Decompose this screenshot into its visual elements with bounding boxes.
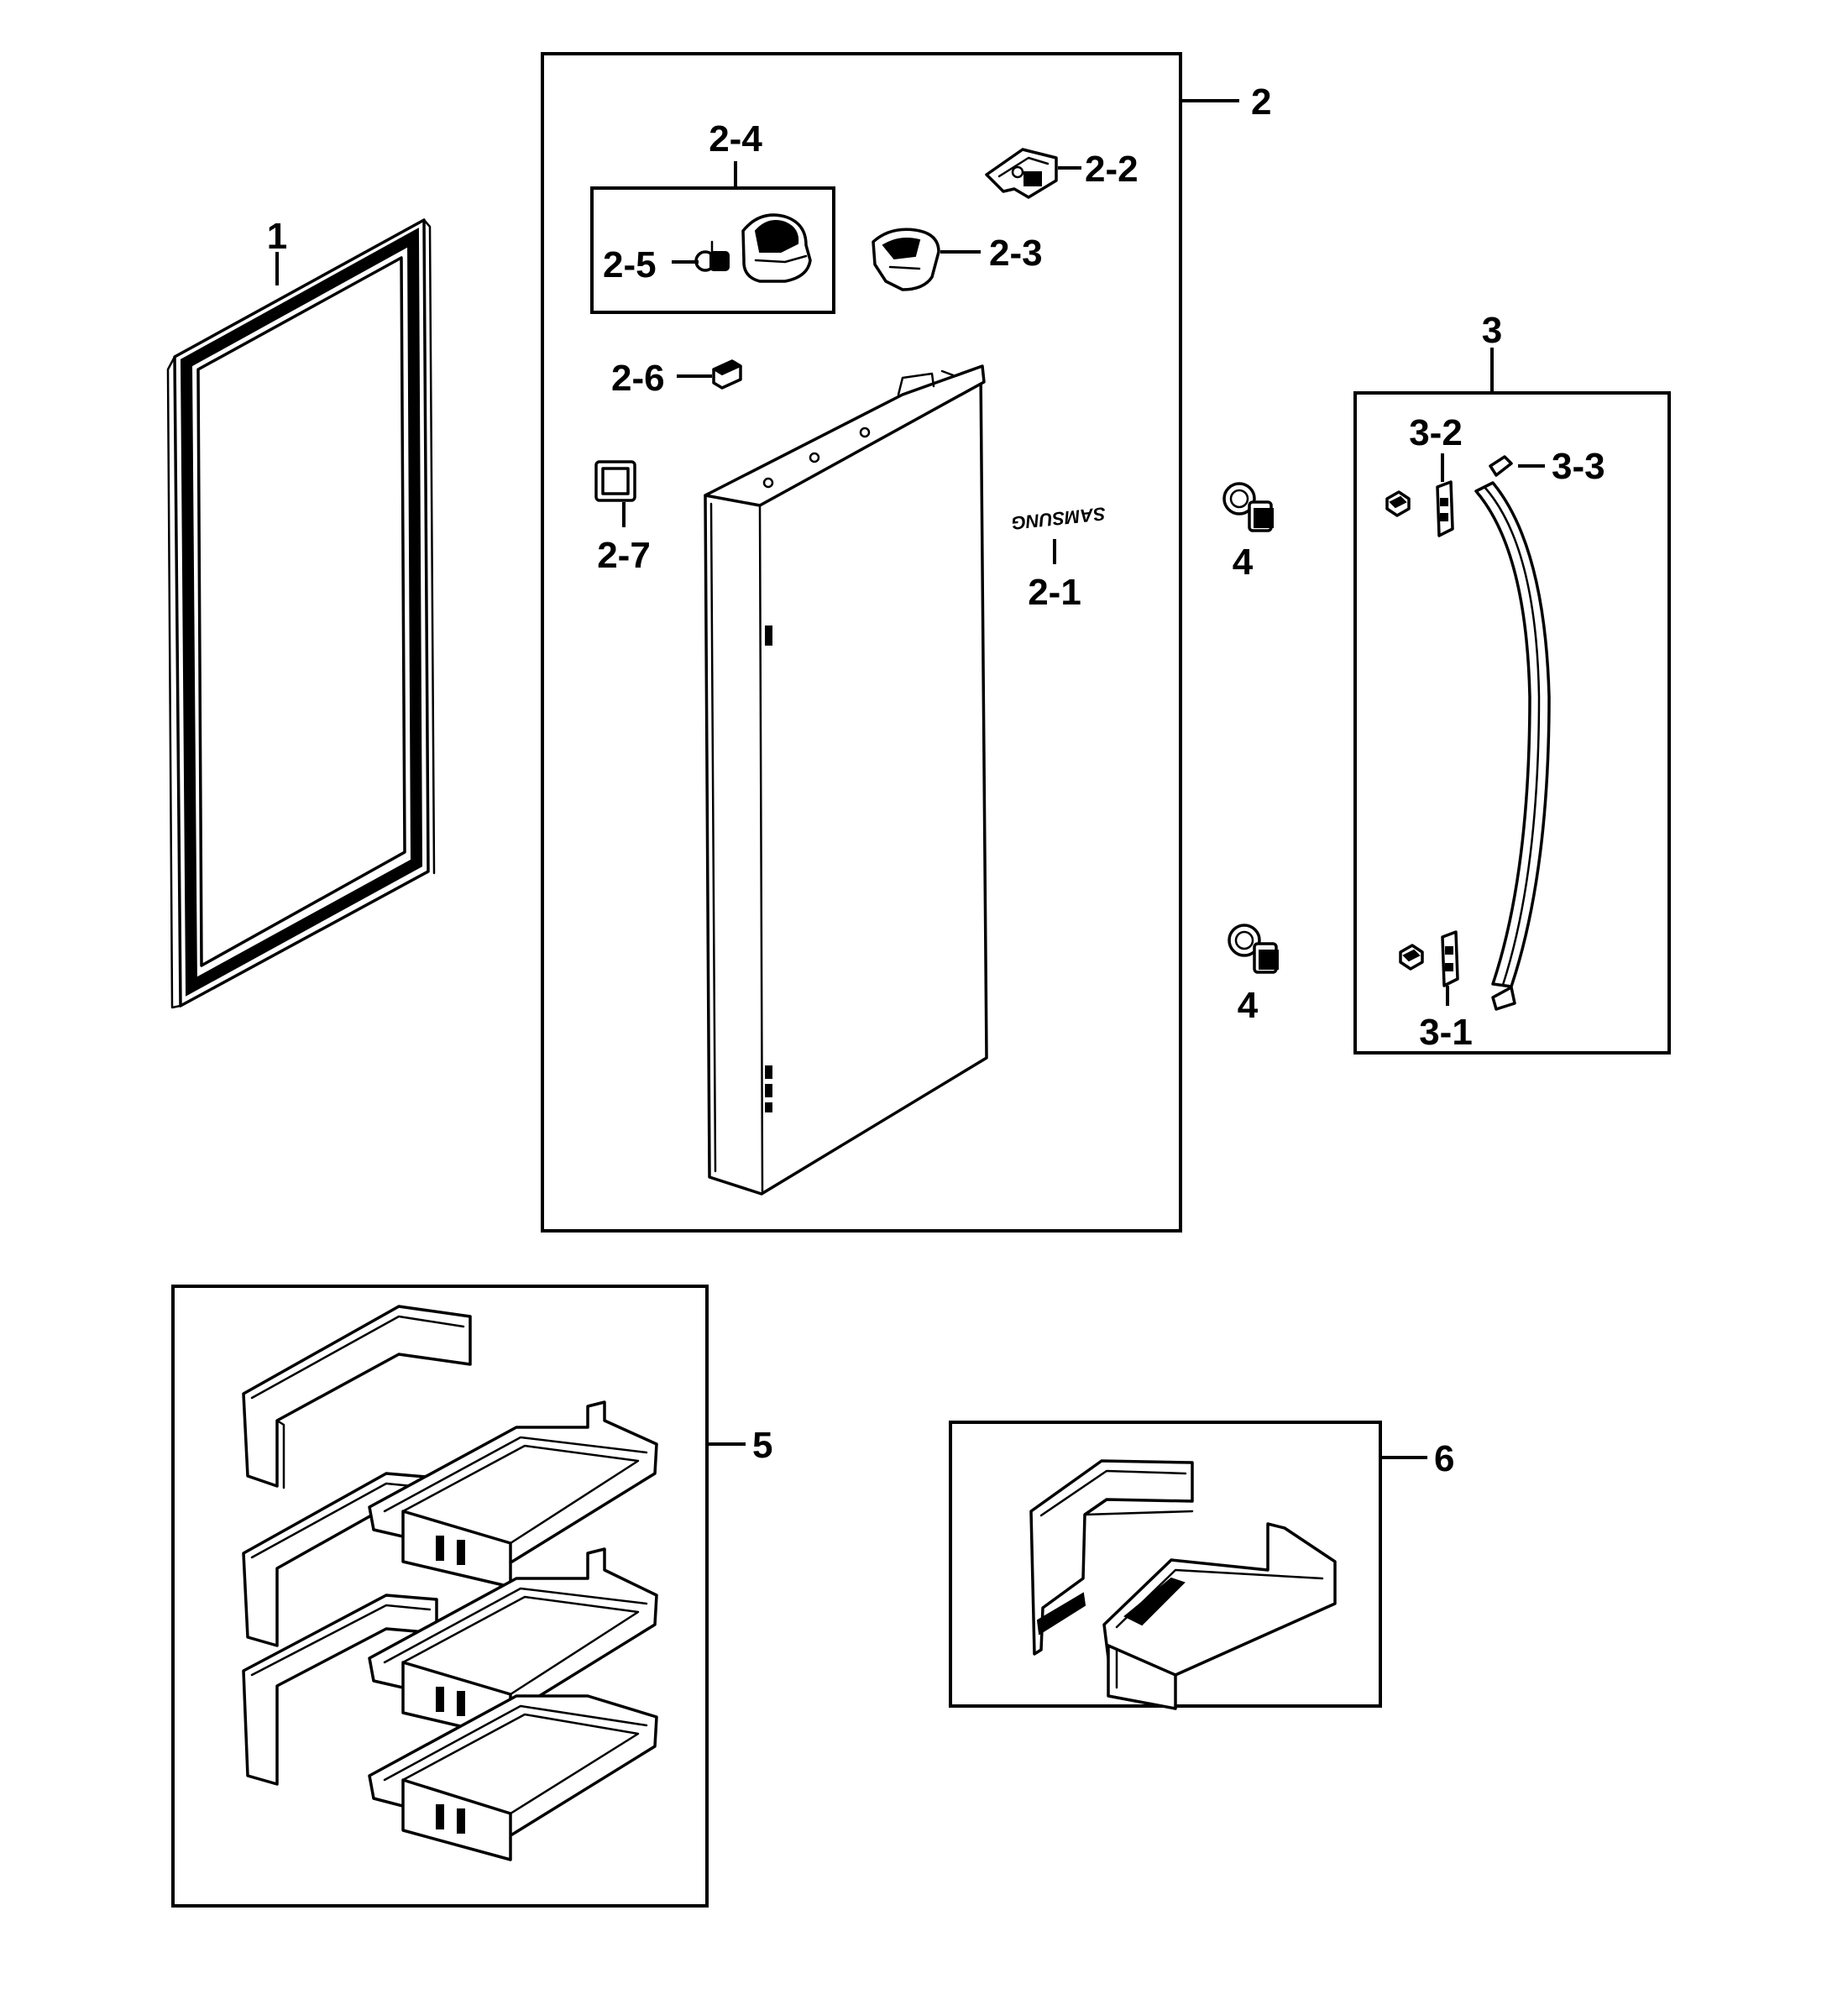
bin-guard-lower	[242, 1594, 438, 1786]
mounting-block-bottom-part-3-1	[1399, 930, 1459, 987]
label-6: 6	[1434, 1438, 1454, 1479]
label-4-top: 4	[1233, 542, 1254, 583]
label-2-3: 2-3	[989, 233, 1043, 274]
label-3-2: 3-2	[1409, 412, 1463, 453]
hinge-cap-part-2-5	[741, 213, 812, 283]
label-3-3: 3-3	[1552, 446, 1605, 487]
label-2-2: 2-2	[1085, 149, 1139, 190]
door-bins-frame	[171, 1285, 709, 1908]
label-2-7: 2-7	[597, 535, 651, 576]
label-2-5: 2-5	[603, 244, 657, 285]
handle-bar-part-3	[1474, 481, 1551, 1011]
gasket-part-1	[166, 218, 436, 1009]
pad-part-2-7	[594, 460, 636, 502]
screw-part-2-5	[694, 240, 730, 272]
label-4-bottom: 4	[1238, 985, 1259, 1026]
cap-kit-frame	[590, 186, 835, 314]
label-2-4: 2-4	[709, 118, 762, 160]
label-5: 5	[752, 1425, 772, 1466]
door-assembly-frame	[541, 52, 1182, 1233]
label-2-6: 2-6	[611, 358, 665, 399]
handle-assembly-frame	[1353, 391, 1671, 1055]
handle-cap-part-3-3	[1489, 455, 1513, 477]
mounting-block-top-part-3-2	[1385, 480, 1454, 537]
label-2: 2	[1251, 81, 1271, 123]
label-3: 3	[1482, 310, 1502, 351]
hinge-bracket-part-2-2	[985, 148, 1058, 199]
dairy-bin-part-6	[1102, 1522, 1337, 1710]
door-logo: SAMSUNG	[1011, 503, 1107, 534]
hinge-cover-part-2-3	[872, 228, 940, 291]
handle-screw-top-part-4	[1222, 482, 1274, 532]
door-bin-bottom	[368, 1694, 658, 1861]
svg-text:SAMSUNG: SAMSUNG	[1011, 503, 1107, 534]
label-2-1: 2-1	[1028, 572, 1081, 613]
stopper-part-2-6	[711, 359, 743, 390]
bin-guard-upper	[242, 1305, 472, 1489]
label-3-1: 3-1	[1419, 1012, 1473, 1053]
door-body-part-2-1: SAMSUNG	[704, 364, 1107, 1196]
handle-screw-bottom-part-4	[1228, 924, 1279, 974]
label-1: 1	[267, 216, 287, 257]
dairy-guard-part-6	[1029, 1459, 1194, 1656]
door-bin-top	[368, 1400, 658, 1588]
